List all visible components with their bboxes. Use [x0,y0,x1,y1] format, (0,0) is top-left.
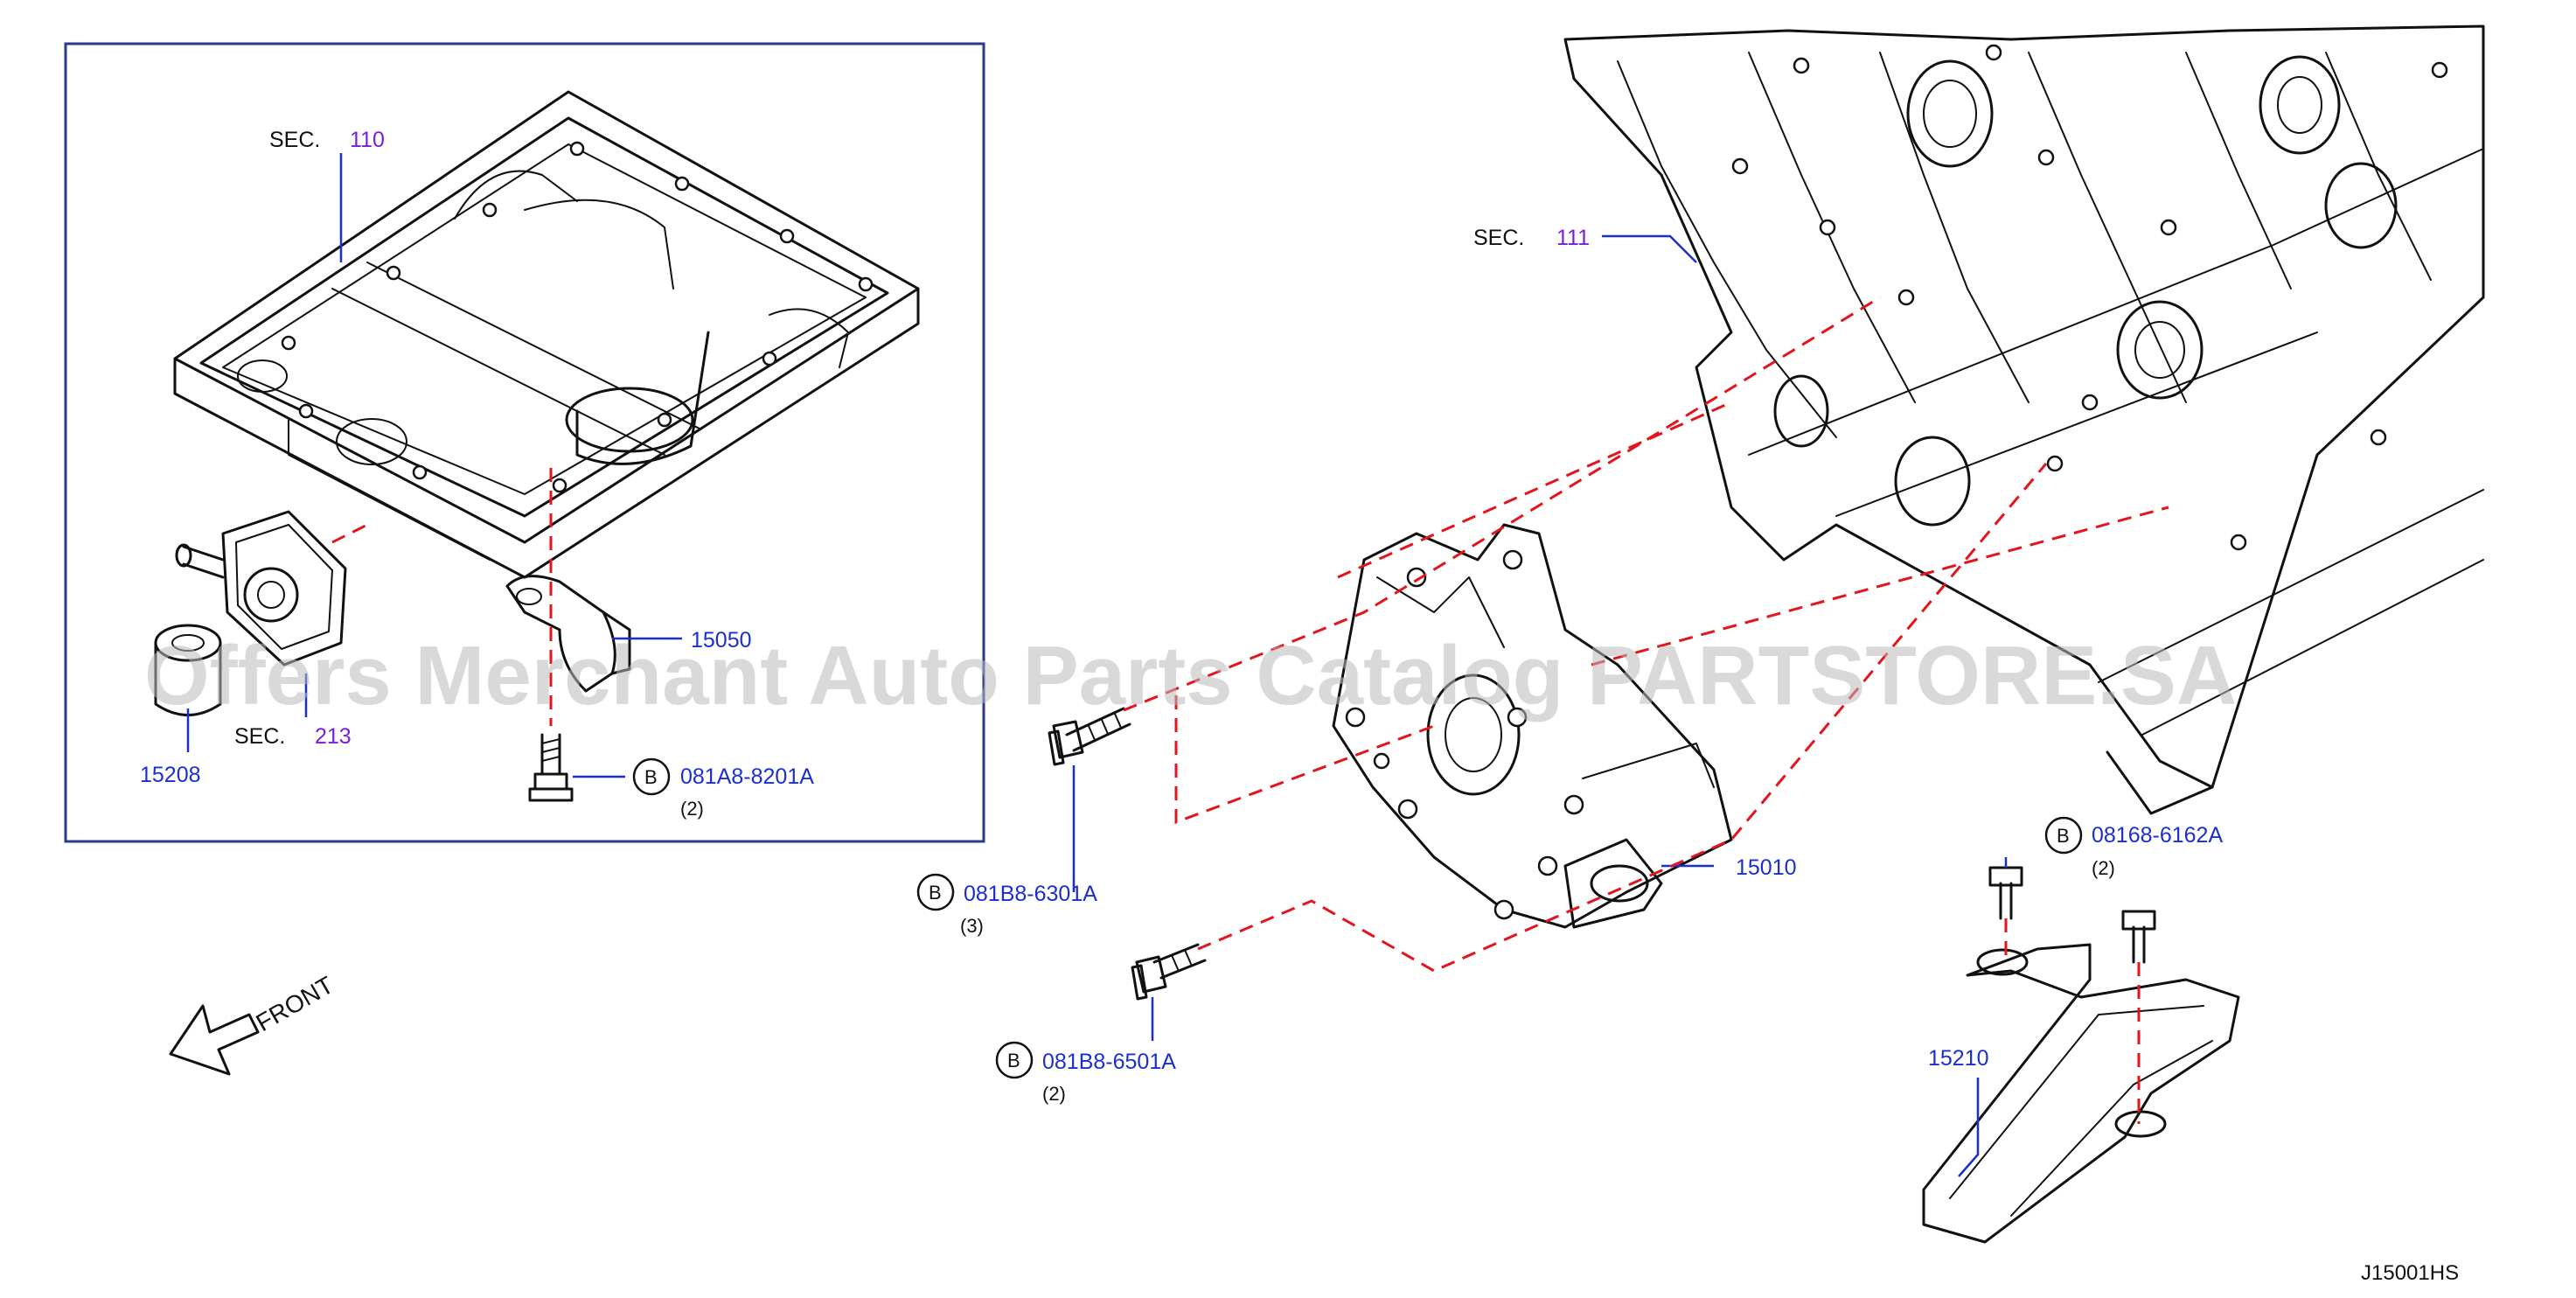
bolt-08168-6162A-label[interactable]: 08168-6162A [2092,823,2223,848]
inset-frame [64,42,985,843]
bolt-081B8-6301A-qty: (3) [960,915,984,937]
bolt-081B8-6301A-drawing [1048,707,1131,766]
bolt-badge-letter: B [1007,1050,1020,1071]
sec-213-number: 213 [315,724,352,749]
bolt-081B8-6501A-label[interactable]: 081B8-6501A [1042,1050,1176,1074]
dash-line-cooler [331,523,368,544]
part-15210-label[interactable]: 15210 [1928,1046,1989,1071]
bolt-badge-081A8-8201A [632,757,671,796]
leader-sec-111 [1602,234,1697,263]
bolt-081B8-6501A-drawing [1131,943,1207,1001]
oil-pump-drawing [1332,523,1733,929]
part-15010-label[interactable]: 15010 [1736,855,1797,880]
bolt-08168-6162A-drawing [1988,866,2156,964]
sec-110-prefix: SEC. [269,128,320,152]
dash-line-pump-4 [1337,401,1732,579]
sec-111-prefix: SEC. [1473,226,1524,250]
bolt-081B8-6501A-qty: (2) [1042,1083,1066,1105]
leader-15210 [1958,1078,1980,1177]
dash-line-pump-1 [1123,296,1881,712]
baffle-plate-drawing [1922,943,2240,1244]
front-label: FRONT [252,971,338,1036]
bolt-081B8-6301A-label[interactable]: 081B8-6301A [964,882,1097,906]
bolt-badge-letter: B [644,766,658,788]
dash-line-pump-2 [1174,695,1435,825]
bolt-08168-6162A-qty: (2) [2092,857,2115,879]
sec-111-number: 111 [1556,226,1590,250]
bolt-081A8-8201A-label[interactable]: 081A8-8201A [680,764,814,789]
oil-pan-drawing [173,90,920,579]
part-15208-label[interactable]: 15208 [140,763,201,787]
bolt-badge-letter: B [2057,825,2070,847]
oil-cooler-drawing [175,510,347,666]
bolt-badge-letter: B [929,882,942,904]
bolt-badge-081B8-6501A [995,1041,1034,1079]
dash-line-pump-5 [1591,506,2169,666]
bolt-badge-081B8-6301A [916,873,955,911]
diagram-code: J15001HS [2361,1261,2459,1285]
sec-213-prefix: SEC. [234,724,285,749]
sec-110-number: 110 [350,128,385,152]
bolt-081A8-8201A-drawing [528,733,574,802]
watermark: Offers Merchant Auto Parts Catalog PARTS… [144,629,2237,722]
bolt-badge-08168-6162A [2044,816,2083,855]
dash-line-pump-3 [1197,463,2048,973]
part-15050-label[interactable]: 15050 [691,628,752,652]
oil-strainer-drawing [505,575,631,693]
engine-block-drawing [1563,24,2485,815]
bolt-081A8-8201A-qty: (2) [680,798,704,820]
front-arrow-icon [169,1004,260,1076]
